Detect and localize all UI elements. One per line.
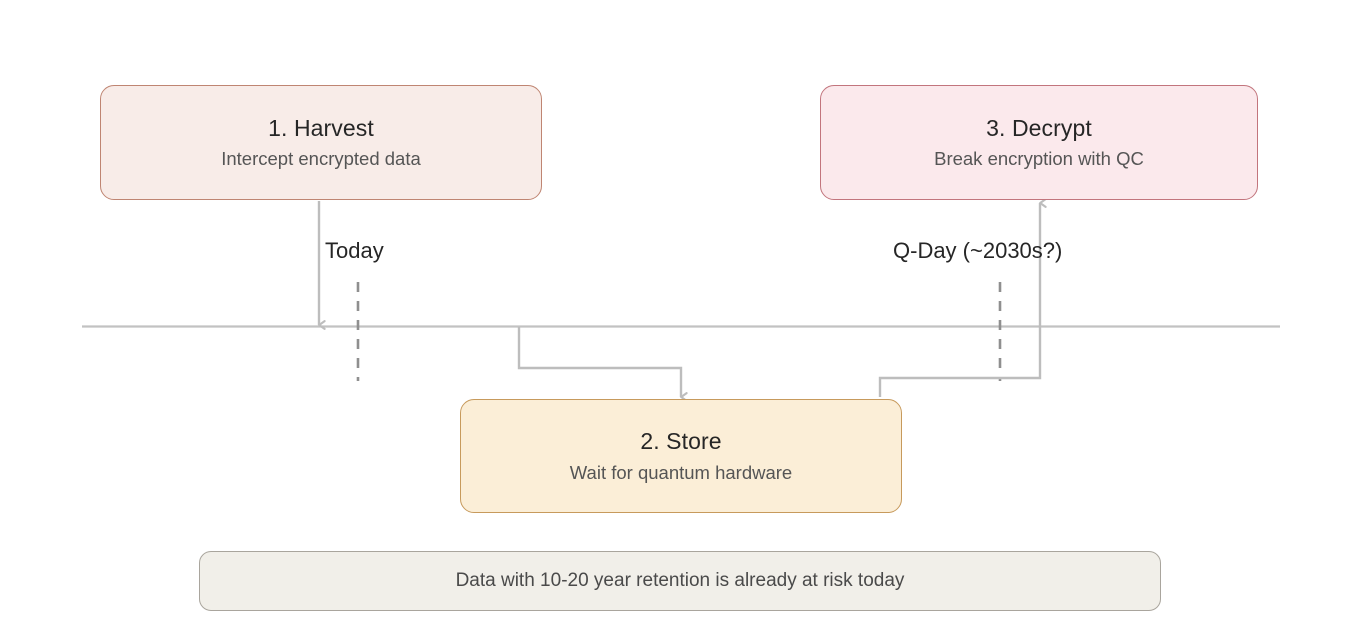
node-harvest-description: Intercept encrypted data bbox=[221, 148, 421, 170]
risk-note-box: Data with 10-20 year retention is alread… bbox=[199, 551, 1161, 611]
timeline-label-qday: Q-Day (~2030s?) bbox=[893, 238, 1063, 263]
node-store[interactable]: 2. Store Wait for quantum hardware bbox=[460, 399, 902, 513]
node-harvest-title: 1. Harvest bbox=[268, 114, 374, 141]
risk-note-text: Data with 10-20 year retention is alread… bbox=[455, 570, 905, 591]
node-decrypt-description: Break encryption with QC bbox=[934, 148, 1144, 170]
node-store-description: Wait for quantum hardware bbox=[569, 461, 793, 483]
node-store-title: 2. Store bbox=[640, 428, 722, 455]
connector-timeline-to-store bbox=[517, 327, 688, 402]
timeline-label-today: Today bbox=[325, 238, 384, 263]
node-decrypt-title: 3. Decrypt bbox=[986, 114, 1092, 141]
connector-store-to-decrypt bbox=[878, 198, 1047, 397]
node-decrypt[interactable]: 3. Decrypt Break encryption with QC bbox=[820, 85, 1258, 200]
node-harvest[interactable]: 1. Harvest Intercept encrypted data bbox=[100, 85, 542, 200]
